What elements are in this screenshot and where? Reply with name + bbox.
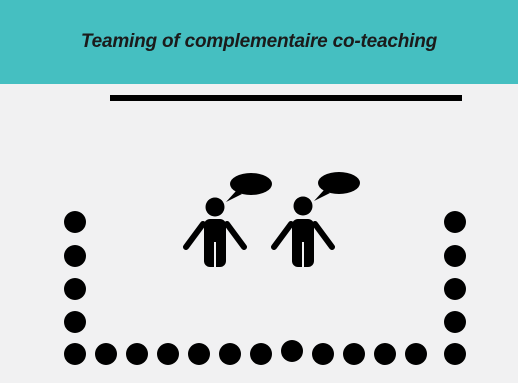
student-seat-icon	[444, 311, 466, 333]
speech-bubble-icon	[230, 173, 272, 195]
student-seat-icon	[219, 343, 241, 365]
student-seat-icon	[444, 245, 466, 267]
student-seat-icon	[64, 245, 86, 267]
teacher-head-icon	[205, 197, 225, 217]
student-seat-icon	[95, 343, 117, 365]
student-seat-icon	[188, 343, 210, 365]
student-seat-icon	[405, 343, 427, 365]
student-seat-icon	[250, 343, 272, 365]
teacher-left-icon	[183, 173, 272, 267]
speech-bubble-icon	[318, 172, 360, 194]
student-seat-icon	[444, 343, 466, 365]
title-banner: Teaming of complementaire co-teaching	[0, 0, 518, 84]
student-seat-icon	[157, 343, 179, 365]
student-seat-icon	[444, 211, 466, 233]
student-seat-icon	[64, 343, 86, 365]
student-seat-icon	[64, 311, 86, 333]
student-seat-icon	[64, 278, 86, 300]
student-seat-icon	[64, 211, 86, 233]
student-seat-icon	[312, 343, 334, 365]
teacher-right-icon	[271, 172, 360, 267]
student-seat-icon	[374, 343, 396, 365]
whiteboard-icon	[110, 95, 462, 101]
student-seat-icon	[281, 340, 303, 362]
student-seat-icon	[126, 343, 148, 365]
student-seat-icon	[343, 343, 365, 365]
page-title: Teaming of complementaire co-teaching	[80, 31, 438, 52]
teacher-head-icon	[293, 196, 313, 216]
student-seat-icon	[444, 278, 466, 300]
